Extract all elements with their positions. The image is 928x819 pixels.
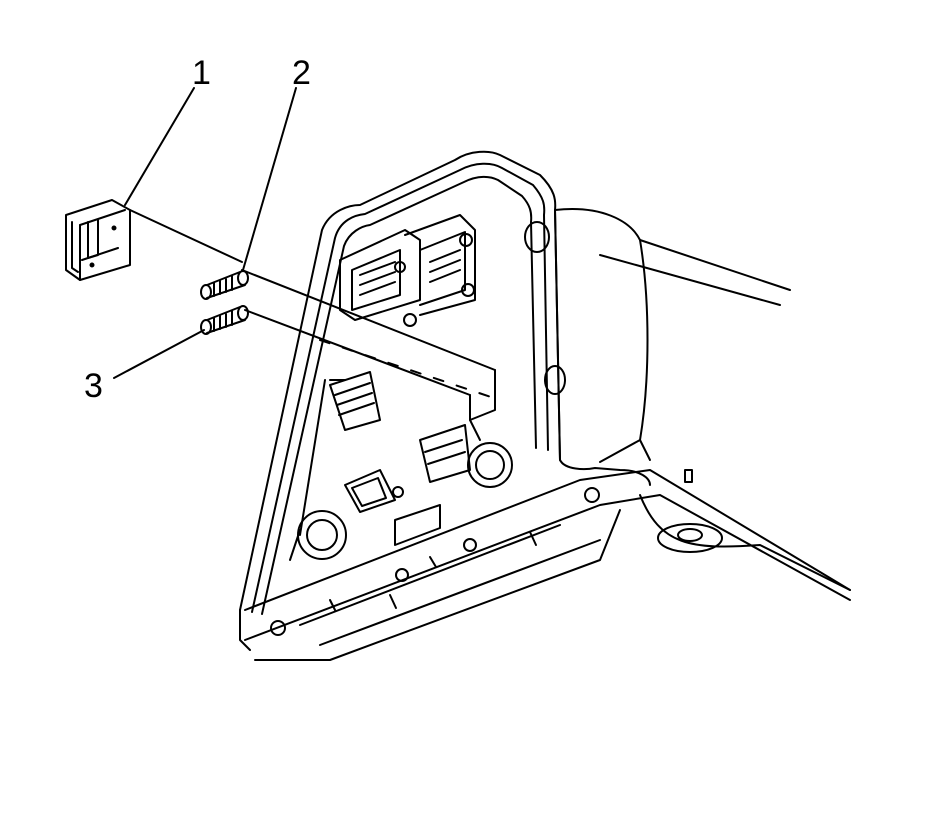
- base-plate: [245, 470, 850, 660]
- upper-connectors: [340, 215, 475, 326]
- callout-label-3: 3: [84, 367, 103, 405]
- relay-component: [66, 200, 130, 280]
- housing-body: [555, 209, 790, 462]
- insertion-guide: [130, 210, 500, 440]
- leader-line-1: [125, 88, 194, 205]
- leader-line-3: [114, 330, 204, 378]
- callout-label-2: 2: [292, 54, 311, 92]
- leader-lines: [114, 88, 296, 378]
- callout-label-1: 1: [192, 54, 211, 92]
- grommets: [290, 443, 512, 560]
- fuse-upper: [201, 271, 248, 299]
- fuse-lower: [201, 306, 248, 334]
- lower-connectors: [330, 372, 470, 512]
- leader-line-2: [243, 88, 296, 270]
- rail-details: [271, 488, 599, 635]
- bracket-panel: [240, 152, 650, 650]
